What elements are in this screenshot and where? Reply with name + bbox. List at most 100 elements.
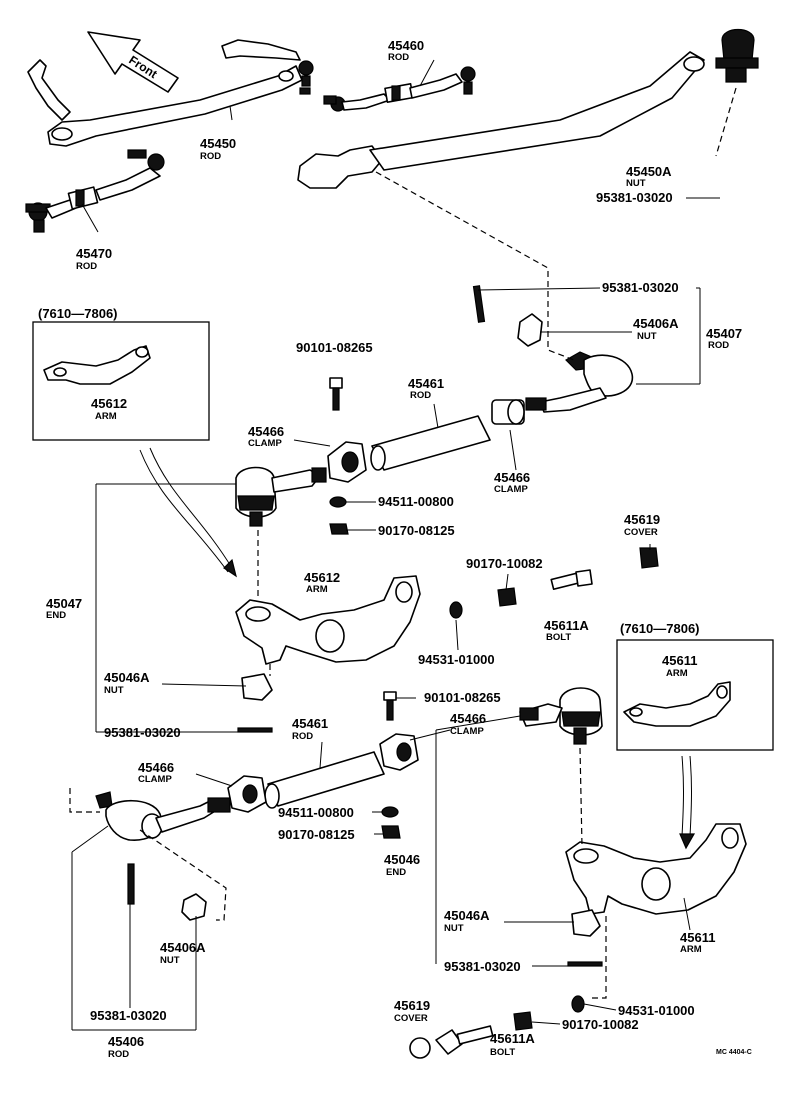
washer-94511-00800-upper-drawing [329, 496, 347, 508]
part-name-label: COVER [394, 1013, 428, 1024]
part-number-label: 45612 [304, 570, 340, 585]
cotter-pin-upper-drawing [237, 727, 273, 733]
variant-box-45611 [616, 639, 774, 751]
part-name-label: CLAMP [450, 726, 484, 737]
idler-arm-45611-drawing [565, 823, 747, 915]
part-name-label: END [386, 867, 406, 878]
part-number-label: 45406A [160, 940, 206, 955]
part-name-label: ARM [666, 668, 688, 679]
cover-45619-lower-drawing [409, 1037, 431, 1059]
washer-94511-00800-lower-drawing [381, 806, 399, 818]
part-number-label: 45470 [76, 246, 112, 261]
dashed-lines [69, 87, 737, 999]
part-name-label: ROD [200, 151, 221, 162]
drawing-code: MC 4404-C [716, 1049, 752, 1056]
idler-arm-45612-drawing [235, 575, 421, 665]
variant-arm-45611-drawing [623, 681, 731, 727]
part-number-label: 45406A [633, 316, 679, 331]
part-number-label: 90170-08125 [378, 523, 455, 538]
adjust-tube-45461-upper-drawing [370, 415, 491, 471]
part-name-label: NUT [160, 955, 180, 966]
part-name-label: ROD [410, 390, 431, 401]
part-number-label: 95381-03020 [596, 190, 673, 205]
part-number-label: 90101-08265 [424, 690, 501, 705]
part-number-label: 90170-08125 [278, 827, 355, 842]
part-number-label: 45450 [200, 136, 236, 151]
tie-rod-45460-drawing [323, 66, 476, 112]
part-name-label: ARM [306, 584, 328, 595]
part-number-label: 90101-08265 [296, 340, 373, 355]
part-number-label: 45046A [104, 670, 150, 685]
part-name-label: NUT [637, 331, 657, 342]
variant-range-label: (7610—7806) [620, 621, 700, 636]
part-number-label: 45619 [624, 512, 660, 527]
part-number-label: 45046A [444, 908, 490, 923]
nut-90170-08125-lower-drawing [381, 825, 401, 839]
part-name-label: CLAMP [494, 484, 528, 495]
bolt-90101-08265-upper-drawing [329, 377, 343, 411]
part-name-label: BOLT [546, 632, 571, 643]
front-direction-arrow: Front [87, 31, 179, 93]
part-name-label: ROD [708, 340, 729, 351]
part-number-label: 45466 [248, 424, 284, 439]
part-number-label: 95381-03020 [90, 1008, 167, 1023]
part-number-label: 45047 [46, 596, 82, 611]
nut-45046a-upper-drawing [241, 673, 273, 701]
part-name-label: ROD [388, 52, 409, 63]
part-number-label: 45611 [680, 930, 715, 945]
nut-90170-10082-lower-drawing [513, 1011, 533, 1031]
bolt-45611a-lower-drawing [435, 1025, 494, 1055]
part-number-label: 45611A [490, 1031, 535, 1046]
part-name-label: ARM [680, 944, 702, 955]
part-number-label: 45619 [394, 998, 430, 1013]
leader-lines [71, 59, 720, 1031]
part-number-label: 45612 [91, 396, 127, 411]
washer-94531-01000-upper-drawing [449, 601, 463, 619]
part-name-label: ROD [108, 1049, 129, 1060]
part-name-label: ROD [76, 261, 97, 272]
part-number-label: 45611A [544, 618, 589, 633]
nut-90170-10082-upper-drawing [497, 587, 517, 607]
part-name-label: NUT [444, 923, 464, 934]
part-number-label: 45406 [108, 1034, 144, 1049]
part-name-label: NUT [104, 685, 124, 696]
tie-rod-end-45046-drawing [519, 687, 603, 745]
part-number-label: 90170-10082 [562, 1017, 639, 1032]
part-number-label: 95381-03020 [602, 280, 679, 295]
part-number-label: 45046 [384, 852, 420, 867]
part-number-label: 94511-00800 [378, 494, 454, 509]
variant-labels: (7610—7806) 45612 ARM (7610—7806) 45611 … [38, 306, 700, 679]
part-number-label: 94511-00800 [278, 805, 354, 820]
part-number-label: 45466 [450, 711, 486, 726]
part-number-label: 90170-10082 [466, 556, 543, 571]
variant-arm-45612-drawing [43, 345, 151, 385]
tie-rod-45407-drawing [472, 285, 633, 425]
part-number-label: 45611 [662, 653, 697, 668]
part-number-label: 94531-01000 [418, 652, 495, 667]
part-name-label: COVER [624, 527, 658, 538]
clamp-45466-upper-left-drawing [327, 441, 367, 483]
part-number-label: 94531-01000 [618, 1003, 695, 1018]
tie-rod-45470-drawing [25, 149, 165, 233]
part-number-label: 45461 [292, 716, 328, 731]
part-name-label: ARM [95, 411, 117, 422]
part-number-label: 45460 [388, 38, 424, 53]
relay-rod-top-drawing [297, 28, 759, 189]
part-number-label: 95381-03020 [104, 725, 181, 740]
washer-94531-01000-lower-drawing [571, 995, 585, 1013]
part-number-label: 45466 [494, 470, 530, 485]
part-number-label: 45466 [138, 760, 174, 775]
clamp-45466-lower-right-drawing [379, 733, 419, 771]
callout-labels: 45460 ROD 45450 ROD 45470 ROD 45450A NUT… [46, 38, 742, 1060]
adjust-tube-45461-lower-drawing [264, 751, 385, 809]
bolt-90101-08265-lower-drawing [383, 691, 397, 721]
part-name-label: NUT [626, 178, 646, 189]
part-name-label: CLAMP [248, 438, 282, 449]
center-rod-45450-drawing [27, 39, 314, 147]
direction-arrows [139, 447, 696, 850]
variant-box-45612 [32, 321, 210, 441]
clamp-45466-lower-left-drawing [227, 775, 267, 813]
variant-range-label: (7610—7806) [38, 306, 118, 321]
part-number-label: 45450A [626, 164, 672, 179]
